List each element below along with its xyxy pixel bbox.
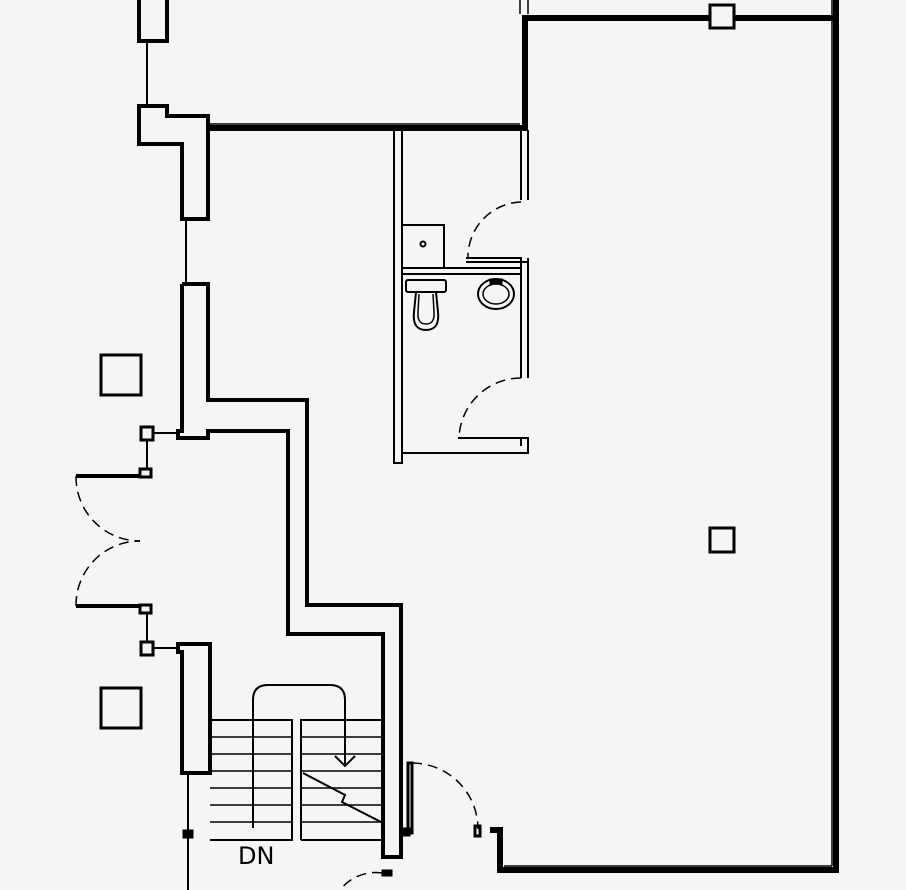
stairs bbox=[210, 719, 384, 841]
main-room-walls bbox=[490, 0, 839, 873]
restroom-block bbox=[393, 130, 529, 464]
column-west-lower bbox=[99, 686, 143, 730]
wash-basin-icon bbox=[477, 278, 515, 310]
column-west-upper bbox=[99, 353, 143, 397]
cabinet bbox=[401, 224, 445, 269]
restroom-door-upper-swing bbox=[467, 201, 522, 259]
south-door-lower-swing bbox=[339, 871, 383, 890]
south-door-swing bbox=[411, 762, 479, 830]
column-north bbox=[708, 3, 736, 30]
stair-direction-arrow-icon bbox=[252, 684, 356, 828]
stair-direction-label: DN bbox=[238, 842, 274, 870]
top-column-stub bbox=[137, 0, 169, 106]
column-center bbox=[708, 526, 736, 554]
entrance-door-left-swing bbox=[75, 475, 141, 542]
corridor-walls bbox=[176, 282, 403, 859]
entrance-door-right-swing bbox=[75, 540, 141, 607]
left-wall-upper bbox=[137, 104, 210, 284]
south-exit-door bbox=[381, 761, 482, 877]
restroom-door-lower-swing bbox=[458, 377, 522, 439]
north-wall bbox=[208, 0, 836, 131]
west-entrance bbox=[76, 425, 178, 657]
toilet-icon bbox=[405, 279, 447, 332]
stair-west-wall bbox=[176, 642, 212, 890]
